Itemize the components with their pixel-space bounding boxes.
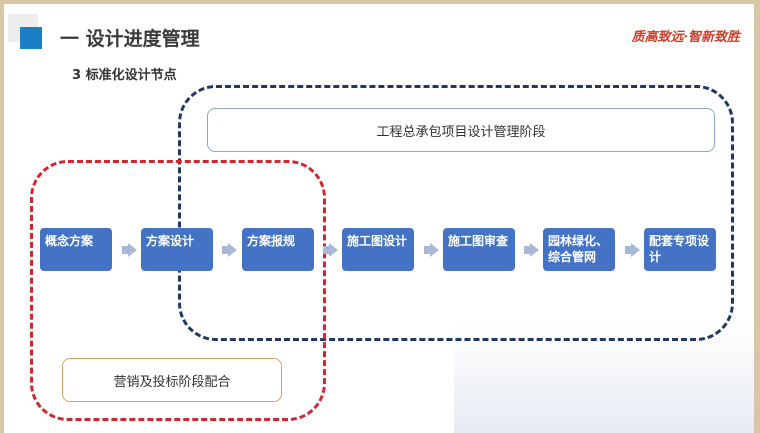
section-subtitle: 3 标准化设计节点 <box>72 68 177 83</box>
arrow-right-icon <box>222 243 237 257</box>
step-concept: 概念方案 <box>40 228 112 271</box>
city-background-image <box>454 323 754 433</box>
arrow-right-icon <box>625 243 640 257</box>
step-special-design: 配套专项设计 <box>644 228 716 271</box>
arrow-right-icon <box>524 243 539 257</box>
page-title: 一 设计进度管理 <box>60 28 200 50</box>
arrow-right-icon <box>323 243 338 257</box>
title-marker-icon <box>20 27 42 49</box>
step-construction-drawing: 施工图设计 <box>342 228 414 271</box>
step-drawing-review: 施工图审查 <box>443 228 515 271</box>
step-scheme-design: 方案设计 <box>141 228 213 271</box>
marketing-phase-region <box>30 160 326 421</box>
epc-phase-region <box>178 85 734 341</box>
marketing-phase-label: 营销及投标阶段配合 <box>62 358 282 402</box>
arrow-right-icon <box>424 243 439 257</box>
epc-phase-label: 工程总承包项目设计管理阶段 <box>207 108 715 152</box>
step-landscape-pipeline: 园林绿化、综合管网 <box>543 228 615 271</box>
slide: 一 设计进度管理 3 标准化设计节点 质高致远·智新致胜 工程总承包项目设计管理… <box>4 4 754 433</box>
arrow-right-icon <box>122 243 137 257</box>
slogan-logo: 质高致远·智新致胜 <box>631 30 740 45</box>
step-planning-submission: 方案报规 <box>242 228 314 271</box>
